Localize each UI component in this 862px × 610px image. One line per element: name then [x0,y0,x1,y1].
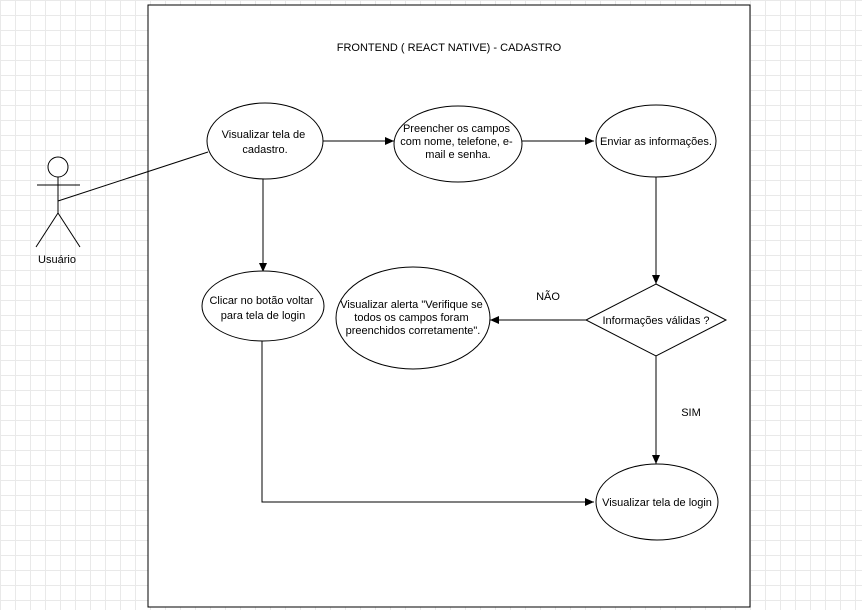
usecase-text: Visualizar tela de cadastro. [222,129,309,156]
usecase-text: Clicar no botão voltar para tela de logi… [209,295,316,322]
usecase-shape [201,270,325,342]
decision-shape [584,283,728,357]
usecase-text: Visualizar tela de login [602,497,712,509]
usecase-line: cadastro. [242,144,287,156]
usecase-line: com nome, telefone, e- [400,136,513,148]
usecase-line: Clicar no botão voltar [209,295,313,307]
actor-left-leg [35,212,59,248]
edge-voltar-to-login [261,340,594,506]
usecase-text: Preencher os campos com nome, telefone, … [400,123,516,161]
actor-right-leg [57,212,81,248]
usecase-shape [206,102,324,180]
usecase-line: Visualizar tela de [222,129,306,141]
usecase-shape [393,105,523,183]
usecase-shape [595,104,717,178]
usecase-shape [335,266,491,370]
association-line [57,151,209,202]
usecase-text: Enviar as informações. [600,136,712,148]
usecase-line: para tela de login [221,310,305,322]
decision-text: Informações válidas ? [603,315,710,327]
usecase-preencher-campos: Preencher os campos com nome, telefone, … [393,105,523,183]
edge-label-nao: NÃO [536,290,560,303]
usecase-line: preenchidos corretamente". [346,325,481,337]
decision-informacoes-validas: Informações válidas ? [584,283,728,357]
edge-label-sim: SIM [681,407,701,419]
usecase-line: Preencher os campos [403,123,510,135]
actor-head [47,156,69,178]
diagram-title: FRONTEND ( REACT NATIVE) - CADASTRO [337,42,562,54]
usecase-enviar-informacoes: Enviar as informações. [595,104,717,178]
usecase-shape [595,463,719,541]
usecase-line: mail e senha. [425,149,490,161]
actor-user: Usuário [35,156,81,266]
usecase-line: Visualizar alerta "Verifique se [340,299,483,311]
usecase-visualizar-login: Visualizar tela de login [595,463,719,541]
usecase-text: Visualizar alerta "Verifique se todos os… [340,299,486,337]
usecase-visualizar-cadastro: Visualizar tela de cadastro. [206,102,324,180]
usecase-line: todos os campos foram [354,312,468,324]
actor-label: Usuário [38,254,76,266]
usecase-clicar-voltar: Clicar no botão voltar para tela de logi… [201,270,325,342]
usecase-visualizar-alerta: Visualizar alerta "Verifique se todos os… [335,266,491,370]
